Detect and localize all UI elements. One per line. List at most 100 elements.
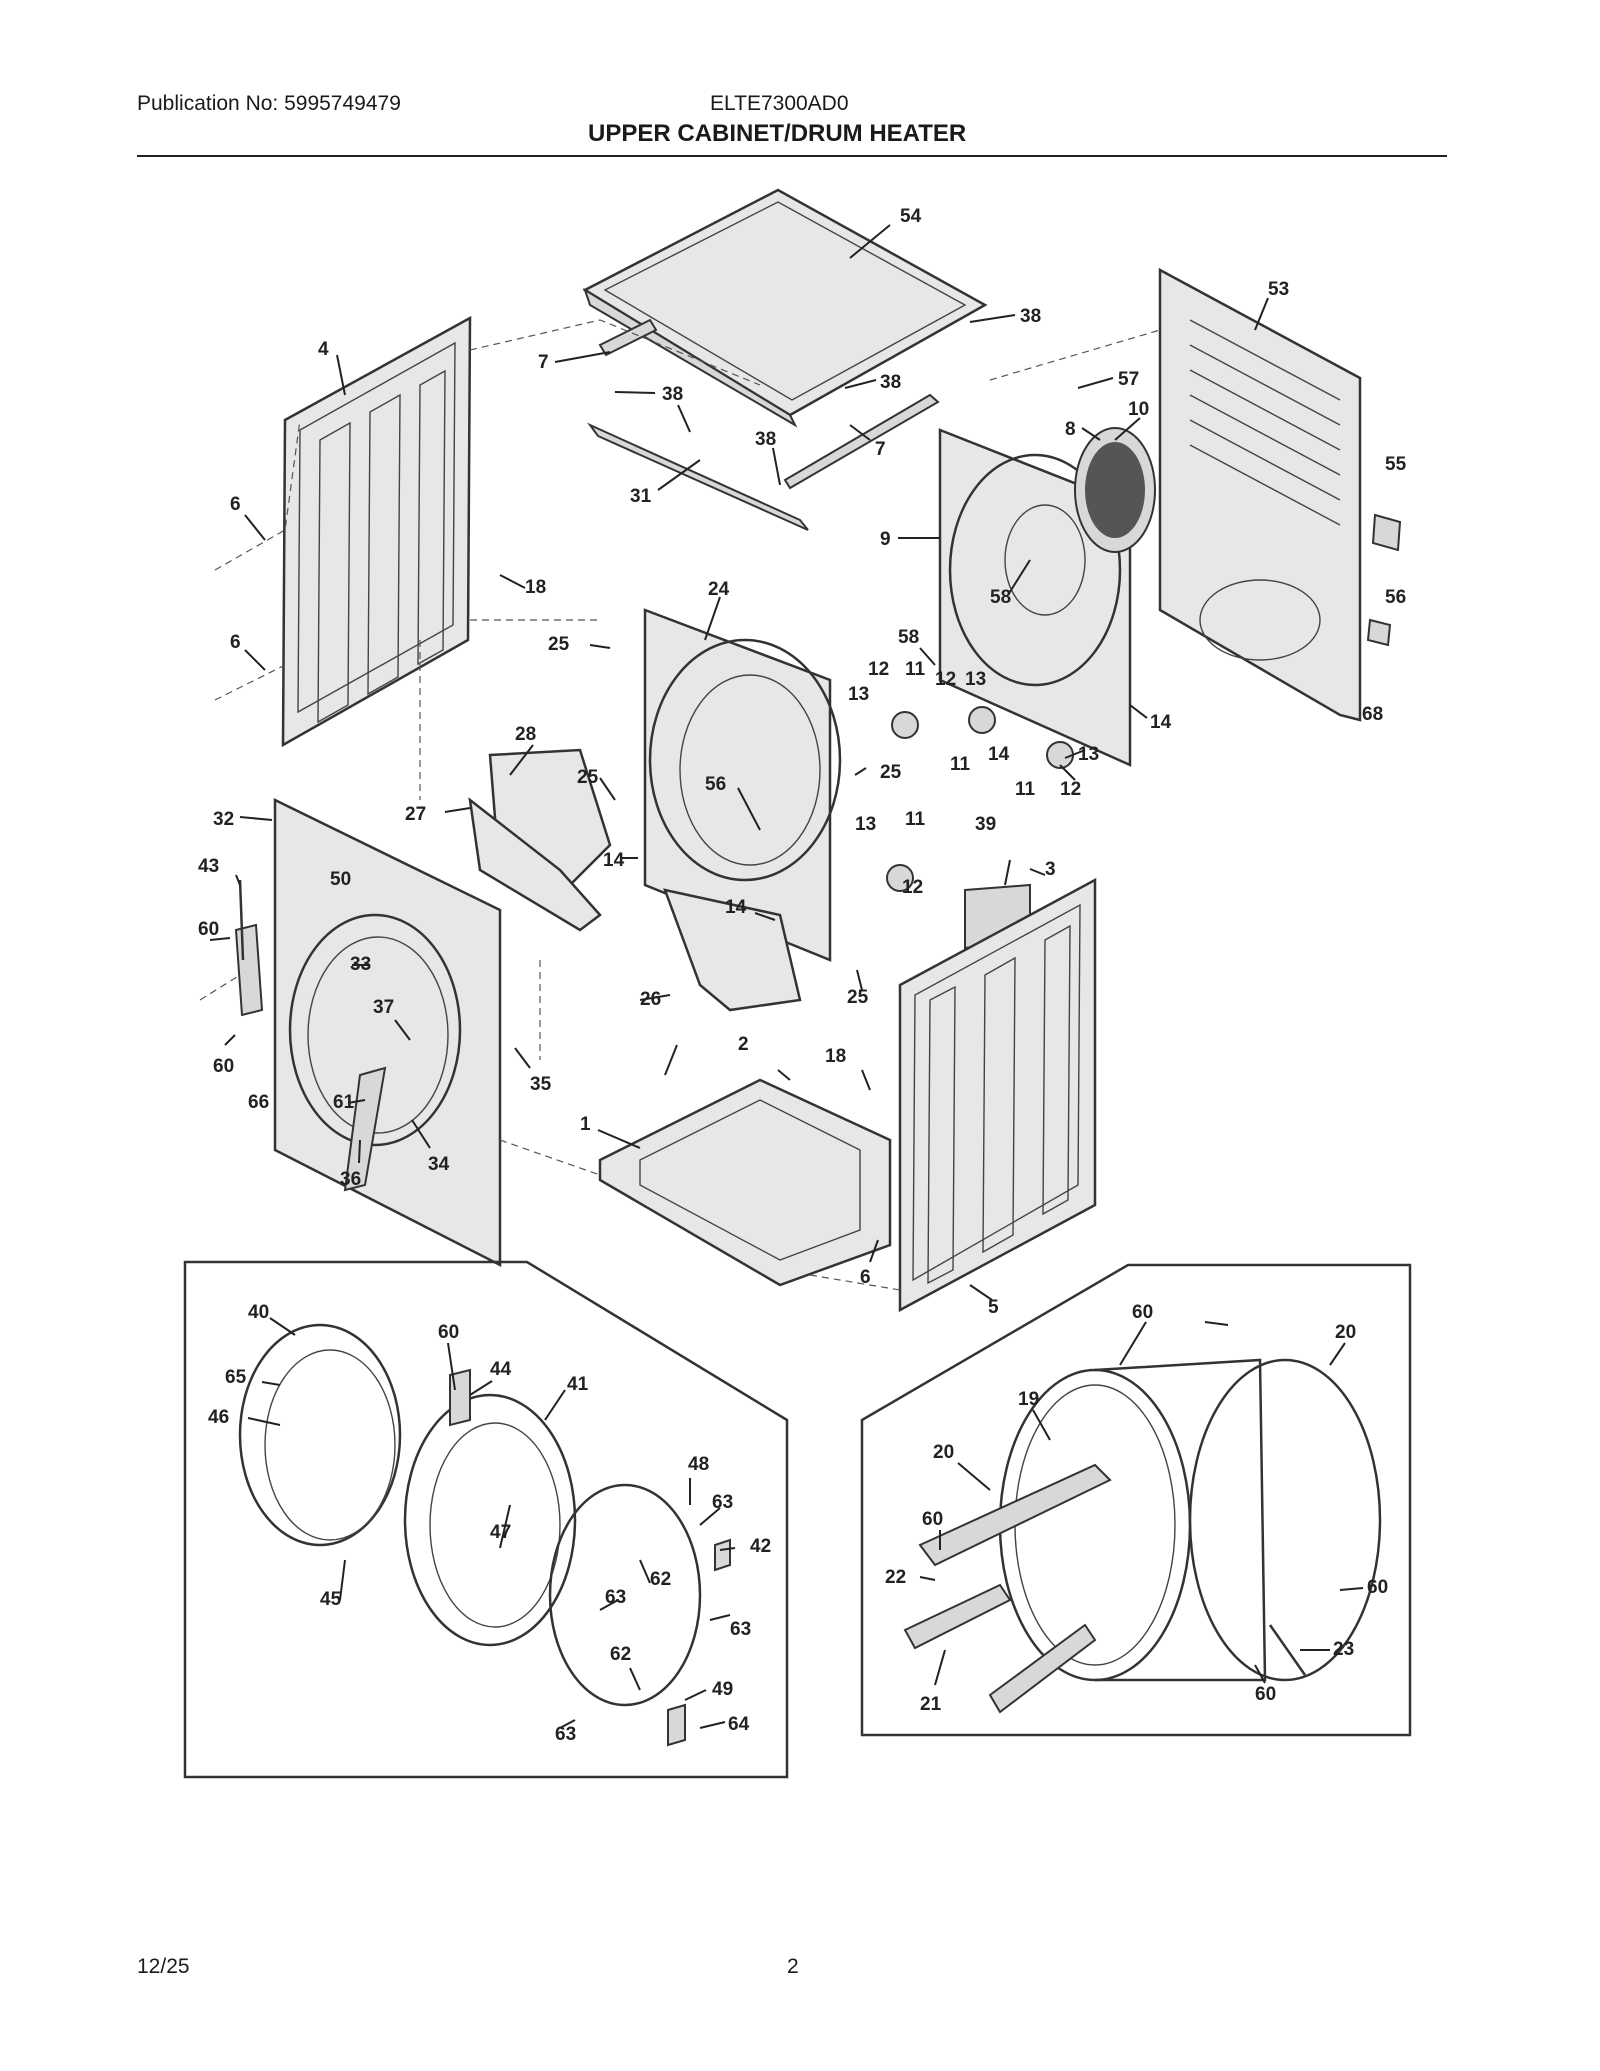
page-title: UPPER CABINET/DRUM HEATER: [588, 120, 967, 147]
callout-13: 13: [1078, 744, 1099, 765]
drum-inset: [860, 1263, 1412, 1737]
callout-55: 55: [1385, 454, 1407, 475]
page-number: 2: [787, 1955, 799, 1978]
callout-32: 32: [213, 809, 234, 830]
callout-23: 23: [1333, 1639, 1354, 1660]
callout-60: 60: [438, 1322, 459, 1343]
callout-36: 36: [340, 1169, 361, 1190]
callout-63: 63: [555, 1724, 576, 1745]
callout-38: 38: [1020, 306, 1041, 327]
callout-38: 38: [755, 429, 776, 450]
guide-lines: [199, 319, 1161, 1291]
callout-11: 11: [905, 809, 926, 830]
rear-bulkhead: [938, 427, 1156, 767]
callout-48: 48: [688, 1454, 709, 1475]
callout-42: 42: [750, 1536, 771, 1557]
front-bulkhead: [643, 608, 842, 962]
callout-14: 14: [725, 897, 747, 918]
callout-44: 44: [490, 1359, 512, 1380]
callout-61: 61: [333, 1092, 355, 1113]
callout-31: 31: [630, 486, 652, 507]
right-side-panel: [898, 877, 1097, 1313]
callout-12: 12: [1060, 779, 1081, 800]
model-number: ELTE7300AD0: [710, 92, 849, 115]
callout-60: 60: [1367, 1577, 1388, 1598]
callout-65: 65: [225, 1367, 247, 1388]
callout-57: 57: [1118, 369, 1139, 390]
callout-25: 25: [847, 987, 869, 1008]
publication-number: Publication No: 5995749479: [137, 92, 401, 115]
callout-45: 45: [320, 1589, 342, 1610]
callout-14: 14: [603, 850, 625, 871]
front-rail: [586, 318, 940, 531]
callout-11: 11: [1015, 779, 1036, 800]
callout-20: 20: [933, 1442, 954, 1463]
callout-18: 18: [525, 577, 546, 598]
callout-6: 6: [860, 1267, 871, 1288]
callout-60: 60: [1255, 1684, 1276, 1705]
callout-64: 64: [728, 1714, 750, 1735]
callout-2: 2: [738, 1034, 749, 1055]
callout-13: 13: [965, 669, 986, 690]
callout-58: 58: [898, 627, 919, 648]
callout-68: 68: [1362, 704, 1383, 725]
cabinet-base: [598, 1078, 892, 1287]
callout-1: 1: [580, 1114, 591, 1135]
callout-6: 6: [230, 632, 241, 653]
callout-56: 56: [705, 774, 726, 795]
callout-62: 62: [650, 1569, 671, 1590]
callout-14: 14: [988, 744, 1010, 765]
callout-33: 33: [350, 954, 371, 975]
left-side-panel: [281, 315, 472, 748]
callout-41: 41: [567, 1374, 589, 1395]
callout-9: 9: [880, 529, 891, 550]
callout-35: 35: [530, 1074, 552, 1095]
callout-46: 46: [208, 1407, 229, 1428]
callout-50: 50: [330, 869, 351, 890]
callout-63: 63: [605, 1587, 626, 1608]
callout-22: 22: [885, 1567, 906, 1588]
callout-labels: 54 38 7 38 38 7 38 31 53 57 10 8 55 9 58…: [198, 206, 1407, 1745]
callout-63: 63: [712, 1492, 733, 1513]
callout-13: 13: [848, 684, 869, 705]
callout-6: 6: [230, 494, 241, 515]
callout-18: 18: [825, 1046, 846, 1067]
callout-24: 24: [708, 579, 730, 600]
callout-25: 25: [548, 634, 570, 655]
drum-rollers: [886, 706, 1074, 892]
door-hinge: [234, 879, 264, 1017]
callout-53: 53: [1268, 279, 1289, 300]
callout-10: 10: [1128, 399, 1149, 420]
callout-11: 11: [950, 754, 971, 775]
footer-date: 12/25: [137, 1955, 190, 1978]
door-assembly-inset: [183, 1260, 789, 1779]
callout-11: 11: [905, 659, 926, 680]
callout-54: 54: [900, 206, 922, 227]
callout-43: 43: [198, 856, 219, 877]
lint-duct: [468, 748, 802, 1012]
callout-12: 12: [902, 877, 923, 898]
callout-21: 21: [920, 1694, 942, 1715]
callout-38: 38: [880, 372, 901, 393]
top-panel: [582, 188, 988, 428]
front-panel: [273, 797, 502, 1268]
callout-60: 60: [1132, 1302, 1153, 1323]
callout-25: 25: [577, 767, 599, 788]
callout-49: 49: [712, 1679, 733, 1700]
callout-60: 60: [198, 919, 219, 940]
callout-3: 3: [1045, 859, 1056, 880]
callout-12: 12: [868, 659, 889, 680]
callout-13: 13: [855, 814, 876, 835]
callout-5: 5: [988, 1297, 999, 1318]
callout-58: 58: [990, 587, 1011, 608]
callout-20: 20: [1335, 1322, 1356, 1343]
callout-7: 7: [538, 352, 549, 373]
callout-25: 25: [880, 762, 902, 783]
callout-60: 60: [922, 1509, 943, 1530]
rear-panel: [1158, 267, 1402, 722]
header-rule: [137, 155, 1447, 157]
callout-14: 14: [1150, 712, 1172, 733]
callout-8: 8: [1065, 419, 1076, 440]
callout-7: 7: [875, 439, 886, 460]
callout-4: 4: [318, 339, 329, 360]
